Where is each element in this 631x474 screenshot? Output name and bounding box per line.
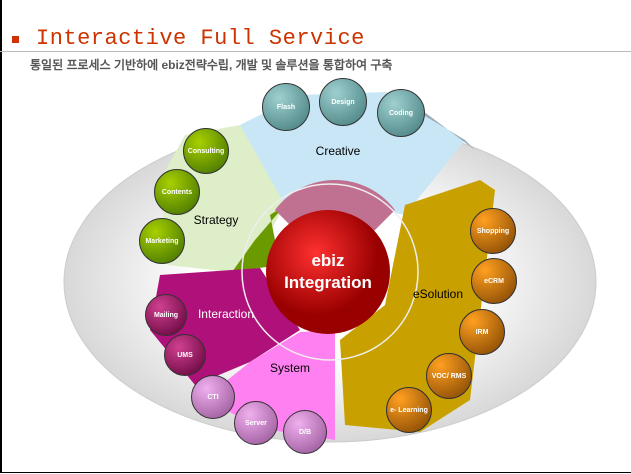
bubble-e-learning: e- Learning <box>386 387 432 433</box>
label-system: System <box>269 361 311 375</box>
center-line1: ebiz <box>311 251 345 270</box>
bubble-contents: Contents <box>154 169 200 215</box>
bubble-cti: CTI <box>191 375 235 419</box>
center-line2: Integration <box>284 273 372 292</box>
orbit-ring <box>241 183 419 361</box>
bubble-design: Design <box>319 78 367 126</box>
bubble-marketing: Marketing <box>139 218 185 264</box>
label-strategy: Strategy <box>193 213 239 227</box>
label-creative: Creative <box>315 144 361 158</box>
bubble-mailing: Mailing <box>145 294 187 336</box>
label-interaction: Interaction <box>197 307 255 321</box>
subtitle: 통일된 프로세스 기반하에 ebiz전략수립, 개발 및 솔루션을 통합하여 구… <box>30 58 393 72</box>
divider <box>0 51 631 52</box>
title-bullet <box>12 36 19 43</box>
page-title: Interactive Full Service <box>36 26 365 51</box>
center-circle <box>266 210 390 334</box>
bubble-voc-rms: VOC/ RMS <box>426 353 472 399</box>
bubble-irm: IRM <box>459 309 505 355</box>
bubble-coding: Coding <box>377 89 425 137</box>
bubble-shopping: Shopping <box>470 208 516 254</box>
label-esolution: eSolution <box>412 287 464 301</box>
bubble-db: D/B <box>283 410 327 454</box>
bubble-ums: UMS <box>164 334 206 376</box>
bubble-consulting: Consulting <box>183 128 229 174</box>
segment-strategy-inner <box>232 195 300 272</box>
bubble-ecrm: eCRM <box>471 258 517 304</box>
bubble-server: Server <box>234 401 278 445</box>
bubble-flash: Flash <box>262 83 310 131</box>
